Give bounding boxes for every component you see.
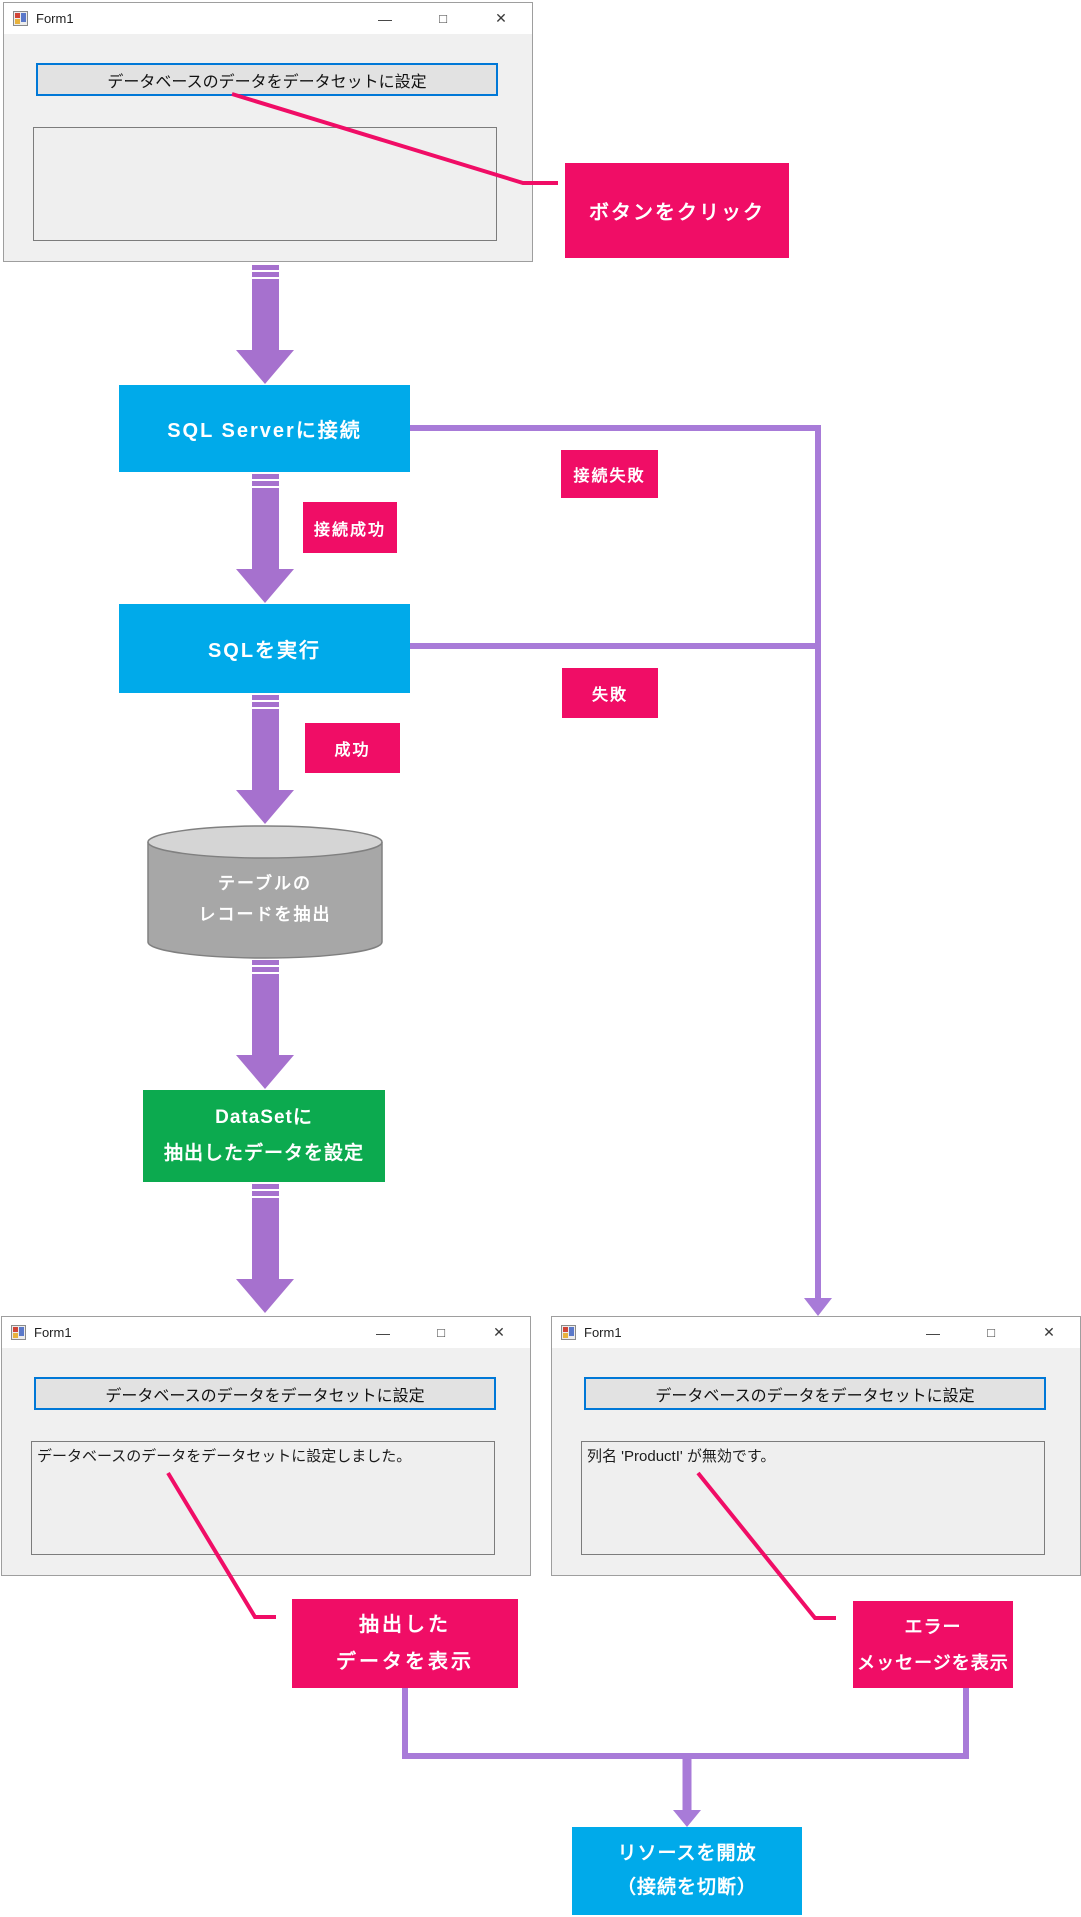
step-release-resources: リソースを開放 （接続を切断）	[572, 1827, 802, 1915]
fail-connector-line	[410, 425, 821, 1298]
down-arrow-2-icon	[236, 474, 294, 603]
set-dataset-button[interactable]: データベースのデータをデータセットに設定	[584, 1377, 1046, 1410]
step-set-dataset: DataSetに 抽出したデータを設定	[143, 1090, 385, 1182]
set-dataset-button[interactable]: データベースのデータをデータセットに設定	[34, 1377, 496, 1410]
fail-connector-arrowhead-icon	[804, 1298, 832, 1316]
down-arrow-5-icon	[236, 1184, 294, 1313]
window-controls: — □ ✕	[356, 3, 530, 34]
maximize-icon[interactable]: □	[987, 1325, 995, 1340]
maximize-icon[interactable]: □	[437, 1325, 445, 1340]
form-icon	[13, 11, 28, 26]
form-window-success: Form1 — □ ✕ データベースのデータをデータセットに設定 データベースの…	[1, 1316, 531, 1576]
down-arrow-3-icon	[236, 695, 294, 824]
titlebar[interactable]: Form1 — □ ✕	[2, 1317, 530, 1348]
label-connect-fail: 接続失敗	[561, 450, 658, 498]
label-fail: 失敗	[562, 668, 658, 718]
minimize-icon[interactable]: —	[926, 1324, 940, 1341]
form-icon	[561, 1325, 576, 1340]
form-window-error: Form1 — □ ✕ データベースのデータをデータセットに設定 列名 'Pro…	[551, 1316, 1081, 1576]
result-textbox[interactable]: 列名 'ProductI' が無効です。	[581, 1441, 1045, 1555]
database-cylinder-top	[147, 825, 383, 859]
minimize-icon[interactable]: —	[376, 1324, 390, 1341]
step-execute-sql: SQLを実行	[119, 604, 410, 693]
form-icon	[11, 1325, 26, 1340]
release-connector-arrowhead-icon	[673, 1810, 701, 1827]
label-connect-success: 接続成功	[303, 502, 397, 553]
result-textbox[interactable]	[33, 127, 497, 241]
merge-connector-line	[402, 1688, 969, 1759]
label-success: 成功	[305, 723, 400, 773]
close-icon[interactable]: ✕	[493, 1324, 505, 1340]
step-connect-sqlserver: SQL Serverに接続	[119, 385, 410, 472]
window-title: Form1	[34, 1325, 72, 1340]
minimize-icon[interactable]: —	[378, 10, 392, 27]
maximize-icon[interactable]: □	[439, 11, 447, 26]
window-title: Form1	[584, 1325, 622, 1340]
callout-show-data: 抽出した データを表示	[292, 1599, 518, 1688]
down-arrow-1-icon	[236, 265, 294, 384]
window-controls: — □ ✕	[904, 1317, 1078, 1348]
result-textbox[interactable]: データベースのデータをデータセットに設定しました。	[31, 1441, 495, 1555]
down-arrow-4-icon	[236, 960, 294, 1089]
close-icon[interactable]: ✕	[1043, 1324, 1055, 1340]
window-controls: — □ ✕	[354, 1317, 528, 1348]
window-title: Form1	[36, 11, 74, 26]
titlebar[interactable]: Form1 — □ ✕	[552, 1317, 1080, 1348]
callout-show-error: エラー メッセージを表示	[853, 1601, 1013, 1688]
step-extract-records: テーブルの レコードを抽出	[198, 874, 332, 924]
form-window-initial: Form1 — □ ✕ データベースのデータをデータセットに設定	[3, 2, 533, 262]
close-icon[interactable]: ✕	[495, 10, 507, 26]
titlebar[interactable]: Form1 — □ ✕	[4, 3, 532, 34]
set-dataset-button[interactable]: データベースのデータをデータセットに設定	[36, 63, 498, 96]
callout-button-click: ボタンをクリック	[565, 163, 789, 258]
